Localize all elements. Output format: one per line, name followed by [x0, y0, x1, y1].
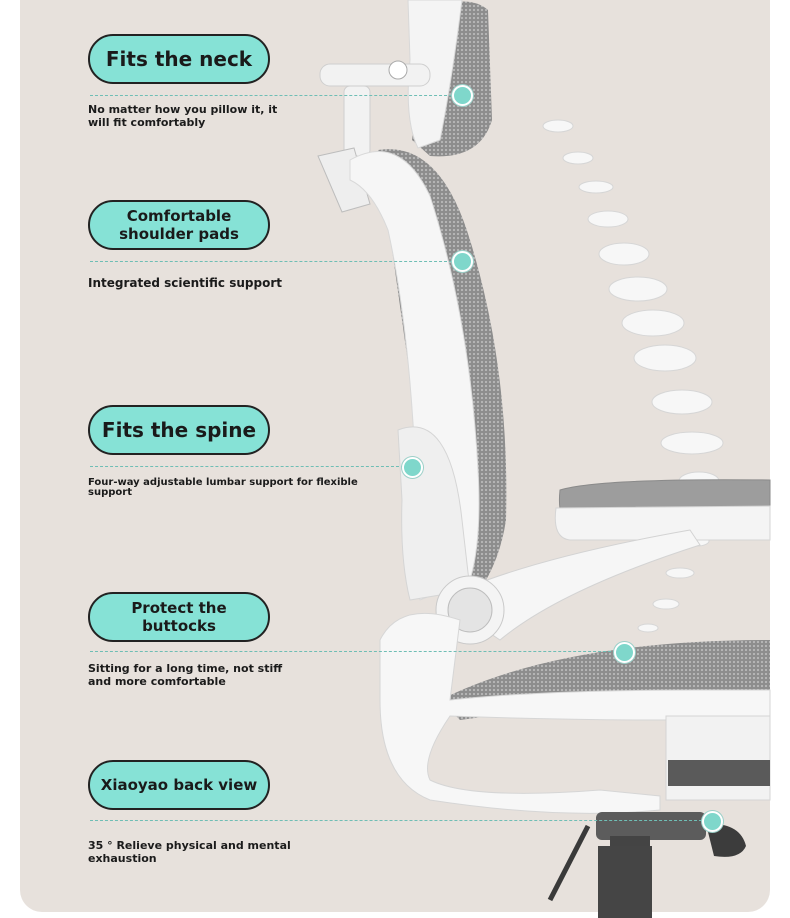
feature-neck-pill: Fits the neck: [88, 34, 270, 84]
feature-shoulder-marker: [452, 251, 473, 272]
feature-neck-line: [90, 95, 452, 96]
feature-spine-pill: Fits the spine: [88, 405, 270, 455]
feature-neck-title: Fits the neck: [105, 47, 253, 71]
feature-shoulder-description: Integrated scientific support: [88, 276, 282, 290]
feature-buttocks-description: Sitting for a long time, not stiff and m…: [88, 662, 283, 688]
feature-back-view-marker: [702, 811, 723, 832]
feature-spine-line: [90, 466, 404, 467]
feature-neck-description: No matter how you pillow it, it will fit…: [88, 103, 278, 129]
feature-buttocks-title: Protect the buttocks: [131, 599, 227, 635]
feature-back-view-description: 35 ° Relieve physical and mental exhaust…: [88, 839, 291, 865]
feature-back-view-title: Xiaoyao back view: [100, 776, 258, 794]
feature-neck-marker: [452, 85, 473, 106]
feature-spine-description: Four-way adjustable lumbar support for f…: [88, 477, 358, 498]
feature-buttocks-marker: [614, 642, 635, 663]
feature-shoulder-line: [90, 261, 452, 262]
feature-shoulder-title: Comfortable shoulder pads: [119, 207, 239, 243]
feature-buttocks-line: [90, 651, 616, 652]
feature-buttocks-pill: Protect the buttocks: [88, 592, 270, 642]
feature-spine-title: Fits the spine: [101, 418, 257, 442]
feature-spine-marker: [402, 457, 423, 478]
feature-back-view-pill: Xiaoyao back view: [88, 760, 270, 810]
feature-shoulder-pill: Comfortable shoulder pads: [88, 200, 270, 250]
spine-discs: [542, 119, 724, 633]
feature-back-view-line: [90, 820, 702, 821]
